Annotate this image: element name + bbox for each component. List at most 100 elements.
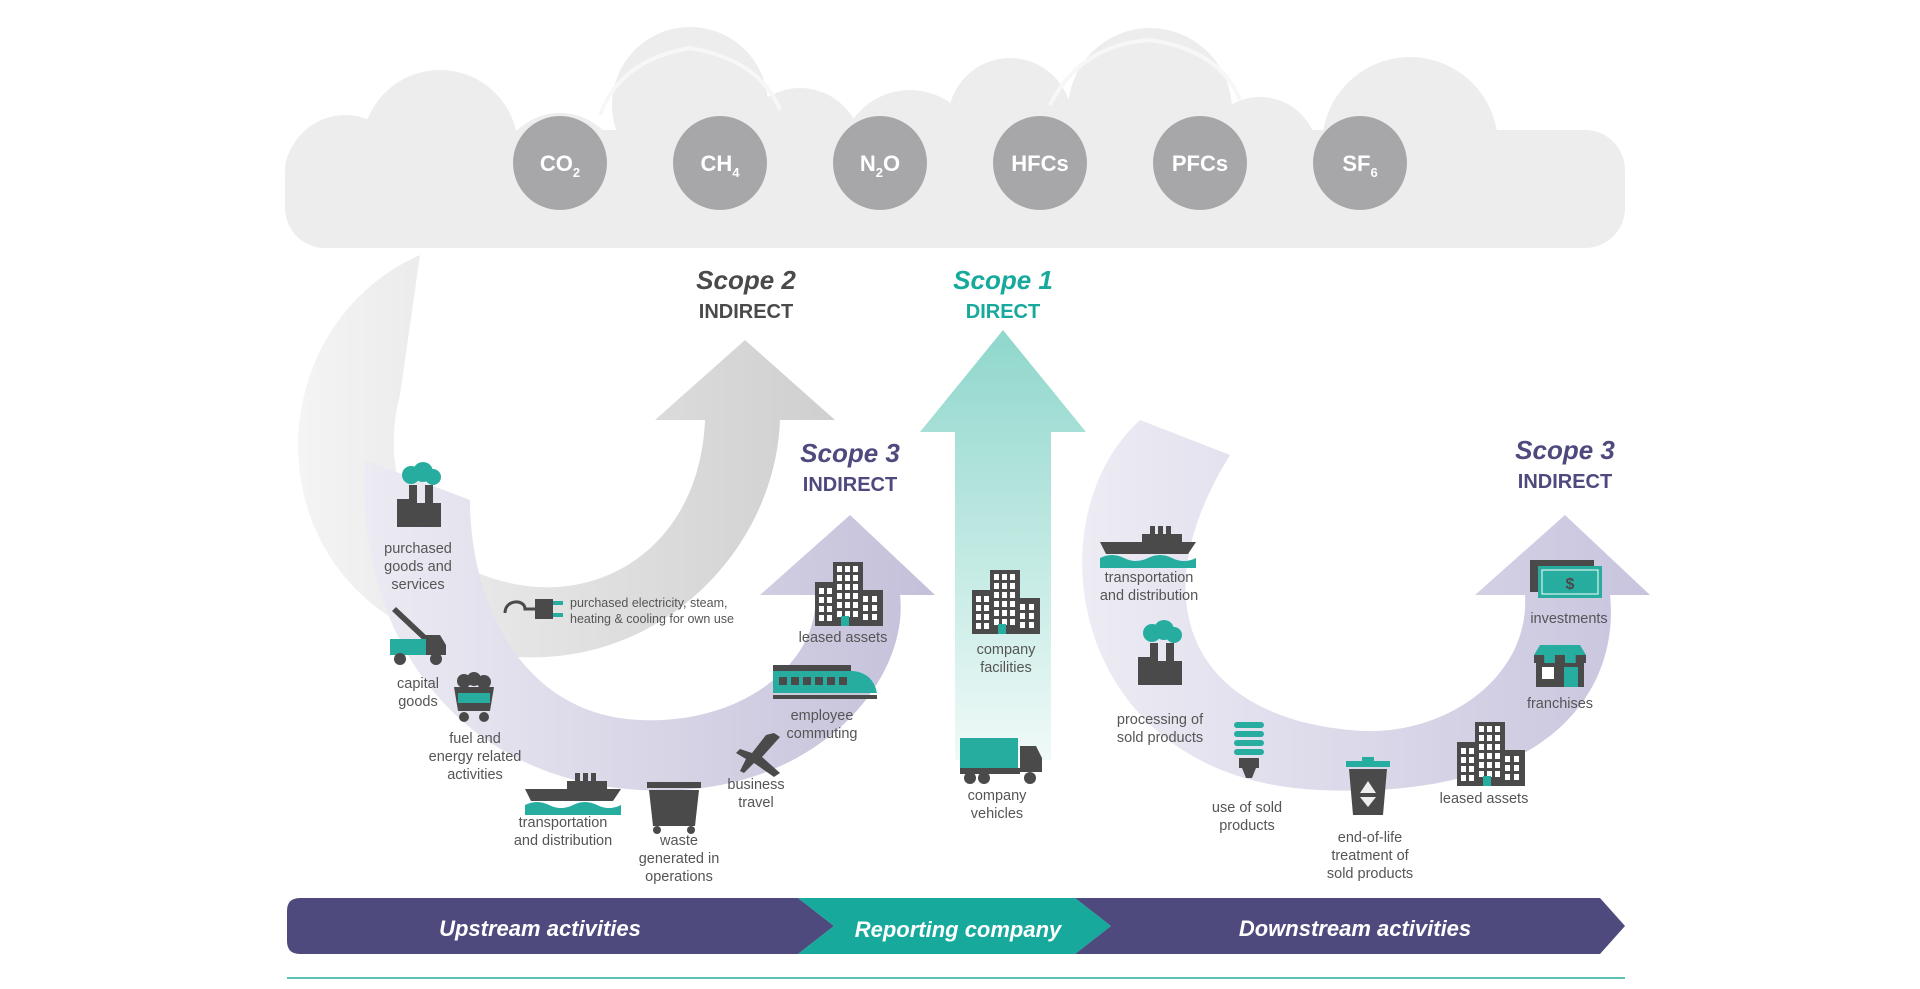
ship-icon xyxy=(1100,526,1196,568)
upstream-item-label: services xyxy=(391,577,444,593)
upstream-item-label: goods and xyxy=(384,559,452,575)
building-icon xyxy=(972,570,1040,634)
downstream-bar xyxy=(1075,898,1625,954)
upstream-item-label: employee xyxy=(791,708,854,724)
downstream-item-label: sold products xyxy=(1327,866,1413,882)
downstream-bar-label: Downstream activities xyxy=(1239,916,1471,941)
reporting-item-label: facilities xyxy=(980,660,1032,676)
gas-label: N2O xyxy=(860,151,900,180)
downstream-item-label: investments xyxy=(1530,611,1607,627)
upstream-item-label: leased assets xyxy=(799,630,888,646)
downstream-item-label: transportation xyxy=(1105,570,1194,586)
downstream-item: leased assets xyxy=(1440,722,1529,807)
scope3-downstream-subtitle: INDIRECT xyxy=(1518,471,1612,493)
reporting-bar xyxy=(798,898,1111,954)
downstream-item-label: use of sold xyxy=(1212,800,1282,816)
upstream-item-label: and distribution xyxy=(514,833,612,849)
downstream-item-label: processing of xyxy=(1117,712,1204,728)
downstream-item-label: sold products xyxy=(1117,730,1203,746)
upstream-item-label: transportation xyxy=(519,815,608,831)
money-icon: $ xyxy=(1530,560,1602,598)
downstream-item-label: and distribution xyxy=(1100,588,1198,604)
scope3-downstream-title: Scope 3 xyxy=(1515,435,1615,465)
reporting-item-label: company xyxy=(968,788,1028,804)
downstream-item-label: products xyxy=(1219,818,1275,834)
downstream-item: use of sold products xyxy=(1212,722,1282,834)
scope2-label: Scope 2 INDIRECT xyxy=(696,265,796,323)
gas-label: HFCs xyxy=(1011,151,1068,176)
train-icon xyxy=(773,665,877,699)
downstream-item: $ investments xyxy=(1530,560,1608,627)
scope2-item-line1: purchased electricity, steam, xyxy=(570,596,727,610)
upstream-item: capital goods xyxy=(390,607,446,710)
svg-text:$: $ xyxy=(1566,576,1575,593)
upstream-item-label: generated in xyxy=(639,851,720,867)
scope3-downstream-arrow xyxy=(1082,420,1650,791)
gas-circle: HFCs xyxy=(993,116,1087,210)
upstream-item-label: travel xyxy=(738,795,773,811)
upstream-item-label: activities xyxy=(447,767,503,783)
truck-icon xyxy=(960,738,1042,784)
bulb-icon xyxy=(1234,722,1264,778)
scope3-upstream-arrow xyxy=(364,460,936,791)
gas-circle: CH4 xyxy=(673,116,767,210)
airplane-icon xyxy=(736,733,780,777)
upstream-item-label: goods xyxy=(398,694,438,710)
downstream-item-label: leased assets xyxy=(1440,791,1529,807)
plug-icon xyxy=(503,599,563,619)
reporting-bar-label: Reporting company xyxy=(855,917,1063,942)
gas-label: CO2 xyxy=(540,151,580,180)
factory-icon xyxy=(397,462,441,527)
upstream-bar xyxy=(287,898,834,954)
gas-circle: N2O xyxy=(833,116,927,210)
scope1-title: Scope 1 xyxy=(953,265,1053,295)
downstream-item-label: franchises xyxy=(1527,696,1593,712)
upstream-item-label: energy related xyxy=(429,749,522,765)
upstream-item: employee commuting xyxy=(773,665,877,742)
scope2-subtitle: INDIRECT xyxy=(699,301,793,323)
downstream-item: transportation and distribution xyxy=(1100,526,1198,604)
upstream-item-label: waste xyxy=(659,833,698,849)
scope1-label: Scope 1 DIRECT xyxy=(953,265,1053,323)
reporting-item: company facilities xyxy=(972,570,1040,676)
downstream-item: processing of sold products xyxy=(1117,620,1204,746)
downstream-item: franchises xyxy=(1527,645,1593,712)
scope1-arrow xyxy=(920,330,1086,760)
upstream-item: fuel and energy related activities xyxy=(429,672,522,783)
gas-circle: CO2 xyxy=(513,116,607,210)
coal-cart-icon xyxy=(454,672,494,722)
tow-truck-icon xyxy=(390,607,446,665)
upstream-bar-label: Upstream activities xyxy=(439,916,641,941)
ship-icon xyxy=(525,773,621,815)
activity-bar: Upstream activities Reporting company Do… xyxy=(287,898,1625,979)
upstream-item: leased assets xyxy=(799,562,888,646)
gas-circle: PFCs xyxy=(1153,116,1247,210)
scope2-item: purchased electricity, steam, heating & … xyxy=(503,596,734,626)
scope3-upstream-label: Scope 3 INDIRECT xyxy=(800,438,900,496)
gas-label: CH4 xyxy=(700,151,740,180)
downstream-item: end-of-life treatment of sold products xyxy=(1327,757,1413,882)
scope2-item-line2: heating & cooling for own use xyxy=(570,612,734,626)
scope1-subtitle: DIRECT xyxy=(966,301,1040,323)
dumpster-icon xyxy=(647,782,701,834)
upstream-item-label: fuel and xyxy=(449,731,501,747)
scope2-title: Scope 2 xyxy=(696,265,796,295)
gas-label: SF6 xyxy=(1342,151,1377,180)
reporting-item-label: company xyxy=(977,642,1037,658)
scope3-upstream-subtitle: INDIRECT xyxy=(803,474,897,496)
building-icon xyxy=(1457,722,1525,786)
upstream-item-label: commuting xyxy=(787,726,858,742)
downstream-item-label: end-of-life xyxy=(1338,830,1402,846)
gas-label: PFCs xyxy=(1172,151,1228,176)
cloud-background xyxy=(285,27,1625,248)
factory-icon xyxy=(1138,620,1182,685)
downstream-item-label: treatment of xyxy=(1331,848,1409,864)
upstream-item-label: capital xyxy=(397,676,439,692)
